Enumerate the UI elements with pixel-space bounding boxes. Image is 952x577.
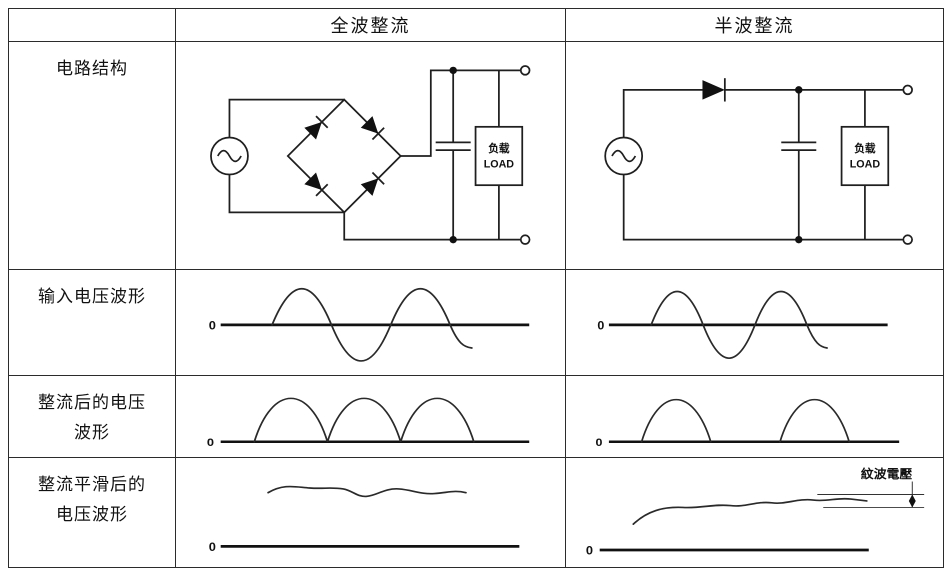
cell-halfwave-smoothed-waveform: 0 紋波電壓 — [566, 458, 943, 567]
output-terminal-icon — [519, 233, 531, 245]
row-label-circuit: 电路结构 — [9, 42, 176, 270]
zero-label: 0 — [208, 540, 215, 554]
load-label-cn: 负载 — [854, 142, 876, 155]
ac-source-icon — [210, 136, 249, 175]
zero-label: 0 — [208, 318, 215, 332]
ripple-voltage-label: 紋波電壓 — [860, 466, 912, 480]
junction-dot — [449, 235, 457, 243]
cell-fullwave-smoothed-waveform: 0 — [176, 458, 566, 567]
zero-label: 0 — [597, 318, 604, 332]
halfwave-circuit-diagram: 负载 LOAD — [603, 77, 913, 245]
fullwave-circuit-diagram: 负载 LOAD — [210, 64, 531, 245]
row-label-smoothed-waveform: 整流平滑后的 电压波形 — [9, 458, 176, 567]
fullwave-smoothed-waveform: 0 — [208, 485, 519, 554]
cell-halfwave-rectified-waveform: 0 — [566, 376, 943, 458]
capacitor-icon — [435, 69, 471, 240]
wire-top-left — [622, 88, 702, 138]
load-label-en: LOAD — [484, 158, 515, 170]
wire-bottom-rail — [343, 211, 521, 241]
diode-icon — [360, 115, 385, 140]
wire-bottom-rail — [622, 173, 903, 241]
rectified-wave — [252, 397, 475, 443]
zero-label: 0 — [595, 436, 602, 448]
halfwave-header-label: 半波整流 — [714, 16, 795, 36]
smoothed-wave — [266, 485, 467, 497]
cell-fullwave-rectified-waveform: 0 — [176, 376, 566, 458]
zero-label: 0 — [206, 435, 214, 448]
diode-icon — [701, 77, 726, 102]
sine-wave — [649, 290, 828, 359]
cell-halfwave-circuit: 负载 LOAD — [566, 42, 943, 270]
zero-label: 0 — [585, 544, 592, 558]
load-box: 负载 LOAD — [840, 89, 889, 240]
wire-source-top — [228, 98, 345, 138]
junction-dot — [794, 235, 802, 243]
output-terminal-icon — [901, 84, 913, 95]
halfwave-rectified-waveform: 0 — [595, 398, 899, 448]
output-terminal-icon — [519, 64, 531, 76]
wire-top-rail — [400, 69, 521, 157]
diode-icon — [360, 171, 385, 196]
load-label-cn: 负载 — [488, 142, 510, 155]
load-label-en: LOAD — [849, 158, 880, 170]
corner-cell — [9, 9, 176, 42]
junction-dot — [794, 85, 802, 94]
sine-wave — [270, 287, 473, 362]
output-terminal-icon — [901, 233, 913, 245]
halfwave-input-waveform: 0 — [597, 290, 888, 359]
column-header-fullwave: 全波整流 — [176, 9, 566, 42]
fullwave-header-label: 全波整流 — [330, 16, 411, 36]
capacitor-icon — [780, 89, 816, 240]
wire-source-bottom — [228, 173, 345, 213]
cell-fullwave-circuit: 负载 LOAD — [176, 42, 566, 270]
column-header-halfwave: 半波整流 — [566, 9, 943, 42]
row-label-rectified-waveform: 整流后的电压 波形 — [9, 376, 176, 458]
fullwave-rectified-waveform: 0 — [206, 397, 529, 448]
ac-source-icon — [603, 136, 643, 175]
junction-dot — [449, 66, 457, 74]
cell-fullwave-input-waveform: 0 — [176, 270, 566, 376]
cell-halfwave-input-waveform: 0 — [566, 270, 943, 376]
halfwave-smoothed-waveform: 0 紋波電壓 — [585, 466, 924, 558]
row-label-input-waveform: 输入电压波形 — [9, 270, 176, 376]
rectifier-comparison-table: 全波整流 半波整流 电路结构 — [8, 8, 944, 568]
load-box: 负载 LOAD — [474, 69, 524, 240]
fullwave-input-waveform: 0 — [208, 287, 529, 362]
ripple-arrow-icon — [908, 481, 916, 507]
smoothed-wave — [631, 497, 868, 525]
bridge-rectifier — [286, 97, 402, 214]
rectified-wave — [640, 398, 850, 443]
